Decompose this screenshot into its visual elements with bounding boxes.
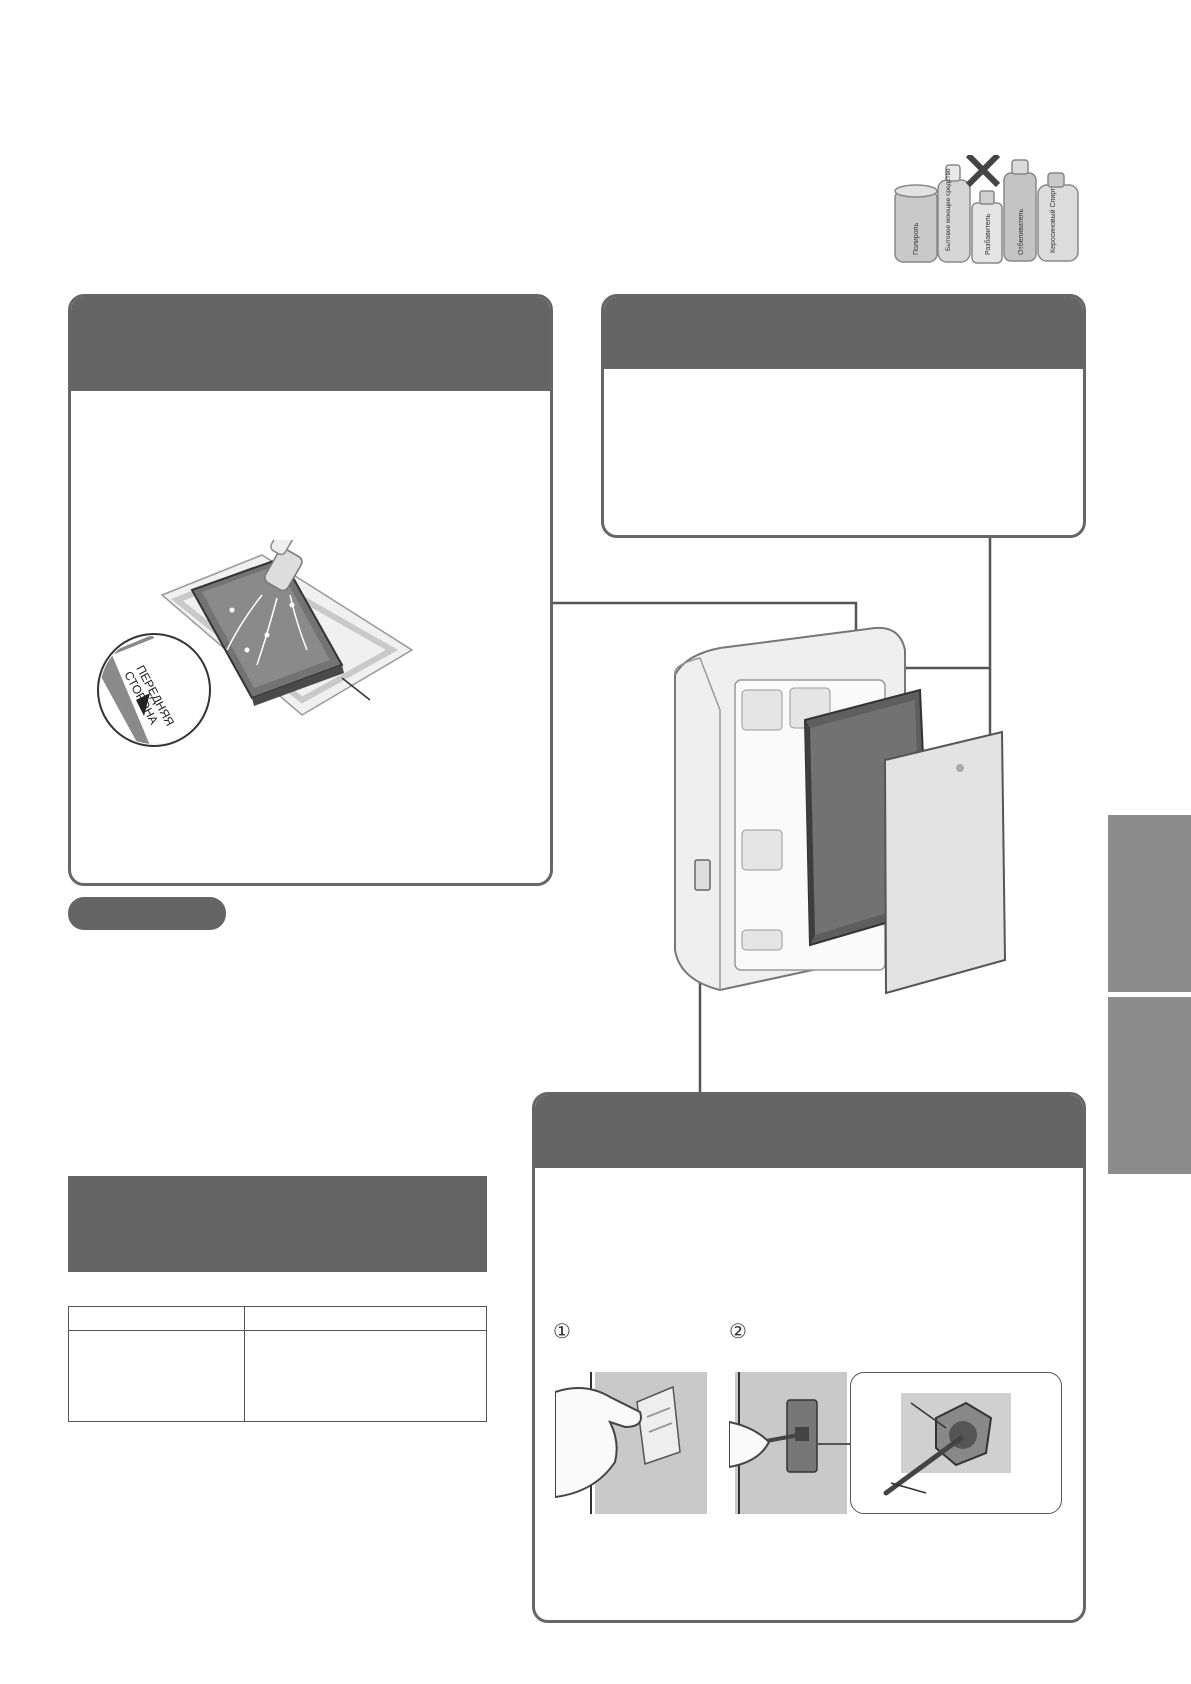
table-row [68, 1330, 487, 1422]
polish-can-icon: Полироль [894, 184, 938, 263]
air-purifier-illustration [673, 626, 1007, 995]
vacuum-brush-icon [226, 540, 308, 666]
sensor-opening [694, 859, 711, 891]
sensor-zoom-illustration [883, 1393, 1011, 1496]
polish-label: Полироль [913, 223, 920, 255]
table-cell [244, 1330, 487, 1422]
filter-cleaning-header [71, 297, 550, 391]
side-tab-upper[interactable] [1108, 815, 1191, 992]
specifications-header [68, 1176, 487, 1272]
kerosene-label: Керосиновый Спирт [1049, 187, 1057, 253]
front-arrow-icon [136, 693, 150, 716]
prohibited-cleaners-illustration: Полироль Бытовое моющее средство Разбави… [894, 155, 1079, 264]
table-header-row [68, 1306, 487, 1331]
front-panel [883, 730, 1007, 995]
bleach-label: Отбеливатель [1017, 209, 1025, 255]
step-2-number: ② [729, 1321, 747, 1343]
filter-vacuum-illustration: ПЕРЕДНЯЯ СТОРОНА [97, 540, 414, 747]
side-tab-lower[interactable] [1108, 997, 1191, 1174]
sensor-cleaning-panel [532, 1092, 1086, 1623]
table-cell [68, 1330, 245, 1422]
sensor-zoom-callout [850, 1372, 1062, 1514]
step2-hand-icon [729, 1420, 771, 1469]
note-badge [68, 897, 226, 930]
front-panel-cleaning-header [604, 297, 1083, 369]
step-1-illustration [555, 1372, 707, 1514]
sensor-cover-icon [636, 1385, 681, 1466]
zoom-connector [818, 1443, 850, 1445]
prohibited-x-icon [965, 155, 1001, 188]
specifications-table [68, 1306, 487, 1422]
front-panel-cleaning-box [601, 294, 1086, 538]
kerosene-can-icon: Керосиновый Спирт [1037, 172, 1079, 262]
thinner-label: Разбавитель [984, 213, 992, 255]
detergent-label: Бытовое моющее средство [945, 168, 952, 251]
detergent-bottle-icon: Бытовое моющее средство [937, 164, 971, 263]
zoom-cotton-swab-icon [883, 1435, 964, 1496]
filter-cleaning-panel [68, 294, 553, 886]
thinner-bottle-icon: Разбавитель [971, 190, 1003, 264]
table-header-cell [244, 1306, 487, 1331]
sensor-cleaning-header [535, 1095, 1083, 1168]
logo-mark [956, 764, 964, 772]
table-header-cell [68, 1306, 245, 1331]
step-1-number: ① [553, 1321, 571, 1343]
hand-icon [555, 1387, 642, 1499]
bleach-bottle-icon: Отбеливатель [1003, 159, 1037, 262]
